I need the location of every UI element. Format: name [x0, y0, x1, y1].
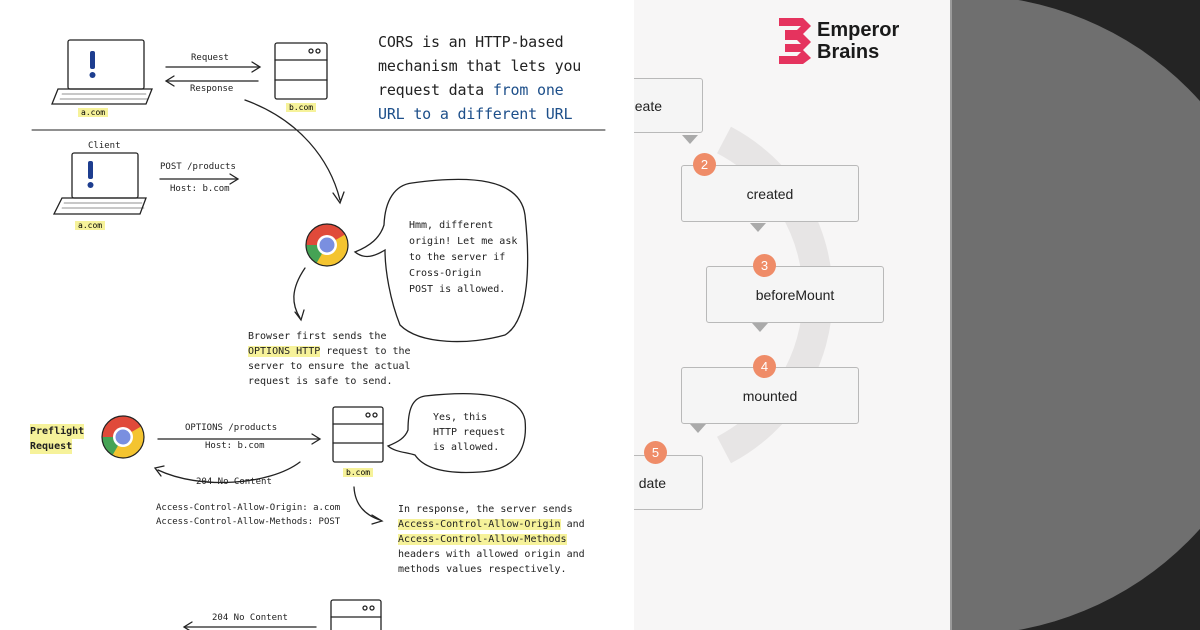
server-domain-tag: b.com: [286, 103, 317, 112]
lifecycle-step-create: eate: [634, 78, 703, 133]
dark-decorative-panel: [950, 0, 1200, 630]
server-icon: [330, 599, 382, 630]
laptop-icon: [51, 39, 153, 105]
post-request-line: POST /products: [160, 162, 236, 172]
bubble-line: Hmm, different: [409, 220, 494, 231]
step-label: date: [638, 474, 666, 491]
options-request-line: OPTIONS /products: [185, 423, 278, 433]
bubble-line: is allowed.: [433, 442, 500, 453]
step-number-badge: 3: [753, 254, 776, 277]
preflight-tag-line: Preflight: [30, 424, 85, 439]
note-line: request is safe to send.: [248, 376, 393, 387]
chrome-browser-icon: [101, 415, 145, 459]
step-label: created: [746, 185, 794, 202]
definition-line: mechanism that lets you: [378, 57, 582, 75]
no-content-response-bottom: 204 No Content: [212, 613, 288, 623]
cors-sketch-drawing: [31, 39, 606, 630]
request-label: Request: [191, 53, 229, 63]
server-icon: [274, 42, 328, 100]
response-label: Response: [190, 84, 234, 94]
chrome-browser-icon: [305, 223, 349, 267]
cors-definition: CORS is an HTTP-based mechanism that let…: [378, 30, 581, 126]
bubble-line: Yes, this: [433, 412, 488, 423]
decorative-circle: [950, 0, 1200, 630]
preflight-tag: Preflight Request: [30, 424, 85, 454]
client-label: Client: [88, 141, 121, 151]
client-domain-tag: a.com: [75, 221, 106, 230]
bubble-line: POST is allowed.: [409, 284, 506, 295]
server-icon: [332, 406, 384, 463]
brand-name-line: Emperor: [817, 19, 900, 41]
cors-diagram-panel: CORS is an HTTP-based mechanism that let…: [30, 30, 606, 630]
note-line: Access-Control-Allow-Methods: [398, 532, 585, 547]
step-number-badge: 5: [644, 441, 667, 464]
lifecycle-step-update: date: [634, 455, 703, 510]
preflight-tag-line: Request: [30, 439, 73, 454]
lifecycle-step-beforemount: beforeMount: [706, 266, 884, 323]
server-thought-bubble: Yes, this HTTP request is allowed.: [433, 410, 505, 455]
step-label: beforeMount: [755, 286, 835, 303]
step-number-badge: 2: [693, 153, 716, 176]
no-content-response: 204 No Content: [196, 477, 272, 487]
definition-highlight: URL to a different URL: [378, 105, 573, 123]
note-highlight: Access-Control-Allow-Methods: [398, 534, 567, 545]
step-number-badge: 4: [753, 355, 776, 378]
options-host-line: Host: b.com: [205, 441, 265, 451]
allow-origin-header: Access-Control-Allow-Origin: a.com: [156, 503, 341, 513]
server-domain-tag: b.com: [343, 468, 374, 477]
note-text: and: [560, 519, 585, 530]
step-label: mounted: [742, 387, 798, 404]
server-response-note: In response, the server sends Access-Con…: [398, 502, 585, 577]
bubble-line: HTTP request: [433, 427, 506, 438]
definition-text: request data: [378, 81, 484, 99]
brand-logo: Emperor Brains: [777, 16, 947, 66]
exclamation-icon: [87, 161, 94, 188]
note-line: OPTIONS HTTP request to the: [248, 344, 411, 359]
step-label: eate: [634, 97, 662, 114]
note-line: In response, the server sends: [398, 504, 573, 515]
note-highlight: OPTIONS HTTP: [248, 346, 321, 357]
definition-highlight: from one: [492, 81, 564, 99]
emperor-brains-logo-icon: [779, 18, 811, 64]
browser-thought-bubble: Hmm, different origin! Let me ask to the…: [409, 218, 517, 298]
definition-line: request data from one: [378, 78, 581, 102]
lifecycle-step-created: created: [681, 165, 859, 222]
bubble-line: origin! Let me ask: [409, 236, 518, 247]
allow-methods-header: Access-Control-Allow-Methods: POST: [156, 517, 341, 527]
lifecycle-diagram-panel: Emperor Brains eate created 2 beforeMoun…: [634, 0, 950, 630]
note-line: headers with allowed origin and: [398, 549, 585, 560]
post-host-line: Host: b.com: [170, 184, 230, 194]
client-domain-tag: a.com: [78, 108, 109, 117]
exclamation-icon: [89, 51, 96, 78]
note-line: server to ensure the actual: [248, 361, 411, 372]
note-line: Access-Control-Allow-Origin and: [398, 517, 585, 532]
laptop-icon: [52, 152, 147, 215]
bubble-line: Cross-Origin: [409, 268, 482, 279]
note-line: Browser first sends the: [248, 331, 387, 342]
browser-preflight-note: Browser first sends the OPTIONS HTTP req…: [248, 329, 411, 389]
bubble-line: to the server if: [409, 252, 506, 263]
brand-name-line: Brains: [817, 41, 880, 63]
definition-line: CORS is an HTTP-based: [378, 33, 564, 51]
note-line: methods values respectively.: [398, 564, 567, 575]
note-text: request to the: [320, 346, 411, 357]
note-highlight: Access-Control-Allow-Origin: [398, 519, 561, 530]
